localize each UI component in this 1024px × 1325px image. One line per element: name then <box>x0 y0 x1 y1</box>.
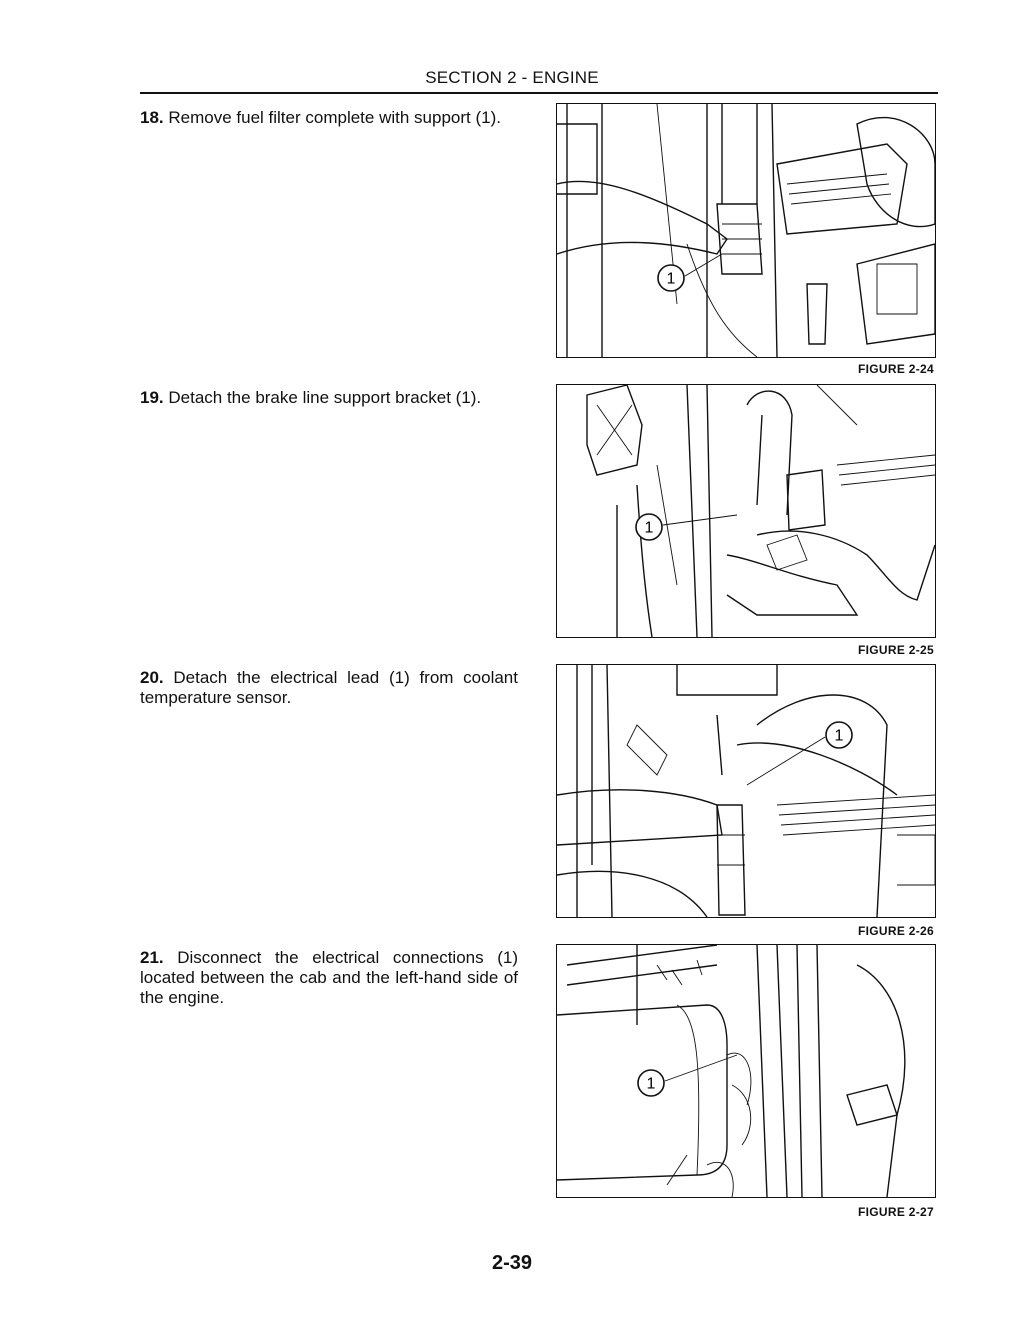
step-number: 19. <box>140 388 164 407</box>
coolant-sensor-illustration <box>557 665 935 917</box>
page-number: 2-39 <box>491 1252 533 1274</box>
brake-line-bracket-illustration <box>586 385 935 637</box>
svg-text:1: 1 <box>667 271 676 288</box>
section-header: SECTION 2 - ENGINE <box>425 68 599 87</box>
figure-caption: FIGURE 2-24 <box>858 362 934 376</box>
callout-marker: 1 <box>825 721 853 749</box>
header-rule <box>140 92 938 94</box>
step-18: 18. Remove fuel filter complete with sup… <box>140 108 518 128</box>
step-number: 20. <box>140 668 164 687</box>
callout-layer: 1 <box>657 253 723 292</box>
svg-text:1: 1 <box>835 728 844 745</box>
figure-2-25-illustration: 1 25036 <box>556 384 936 638</box>
callout-layer: 1 <box>635 513 738 541</box>
step-20: 20. Detach the electrical lead (1) from … <box>140 668 518 708</box>
step-text: Remove fuel filter complete with support… <box>168 108 501 127</box>
callout-marker: 1 <box>635 513 663 541</box>
figure-2-24-illustration: 1 25035 <box>556 103 936 358</box>
step-19: 19. Detach the brake line support bracke… <box>140 388 518 408</box>
callout-marker: 1 <box>637 1069 665 1097</box>
step-21: 21. Disconnect the electrical connection… <box>140 948 518 1008</box>
svg-text:1: 1 <box>647 1076 656 1093</box>
callout-layer: 1 <box>746 721 853 786</box>
step-text: Detach the brake line support bracket (1… <box>168 388 482 407</box>
figure-caption: FIGURE 2-26 <box>858 924 934 938</box>
step-number: 18. <box>140 108 164 127</box>
step-text: Disconnect the electrical connections (1… <box>140 948 518 1007</box>
figure-2-27-illustration: 1 25045 <box>556 944 936 1198</box>
callout-marker: 1 <box>657 264 685 292</box>
svg-text:1: 1 <box>645 520 654 537</box>
figure-caption: FIGURE 2-27 <box>858 1205 934 1219</box>
figure-2-26-illustration: 1 25037 <box>556 664 936 918</box>
callout-layer: 1 <box>637 1054 738 1097</box>
step-number: 21. <box>140 948 164 967</box>
electrical-connections-illustration <box>557 945 906 1197</box>
figure-caption: FIGURE 2-25 <box>858 643 934 657</box>
step-text: Detach the electrical lead (1) from cool… <box>140 668 518 707</box>
